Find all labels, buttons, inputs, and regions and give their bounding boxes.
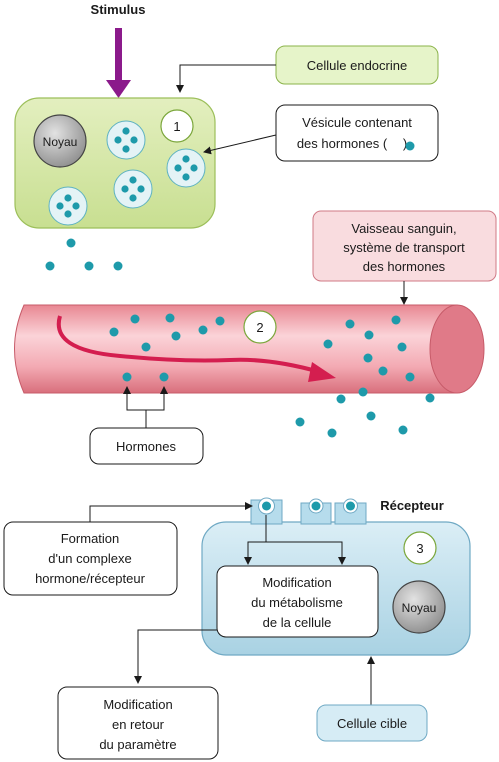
metabolism-label-line3: de la cellule [263, 615, 332, 630]
hormones-pointer-left [123, 386, 147, 428]
nucleus-bottom: Noyau [392, 580, 446, 634]
hormone-legend-dot [405, 141, 415, 151]
circulating-hormones [109, 313, 435, 438]
nucleus-top-label: Noyau [43, 135, 78, 149]
nucleus-top: Noyau [33, 114, 87, 168]
step3-number: 3 [416, 541, 423, 556]
target-cell-label: Cellule cible [337, 716, 407, 731]
step1-badge: 1 [160, 109, 194, 143]
vesicle-label-line2: des hormones ( [297, 136, 388, 151]
blood-vessel: 2 [14, 304, 485, 394]
nucleus-bottom-label: Noyau [402, 601, 437, 615]
feedback-pointer [134, 629, 217, 684]
vessel-label-line2: système de transport [343, 240, 465, 255]
vessel-label-line1: Vaisseau sanguin, [351, 221, 456, 236]
complex-label-line3: hormone/récepteur [35, 571, 146, 586]
metabolism-label-line2: du métabolisme [251, 595, 343, 610]
endocrine-cell-label: Cellule endocrine [307, 58, 407, 73]
vesicle-pointer [203, 134, 277, 155]
blood-flow-arrow [56, 315, 321, 374]
receptor-to-metabolism-left [244, 515, 267, 565]
hormones-label: Hormones [116, 439, 176, 454]
step2-number: 2 [256, 320, 263, 335]
vesicle [106, 120, 146, 160]
complex-label-line1: Formation [61, 531, 120, 546]
step1-number: 1 [173, 119, 180, 134]
receptor-label: Récepteur [380, 498, 444, 513]
target-cell-label-box: Cellule cible [316, 704, 428, 742]
step2-badge: 2 [243, 310, 277, 344]
vesicle [48, 186, 88, 226]
vesicle-label-line1: Vésicule contenant [302, 115, 412, 130]
hormones-pointer-right [146, 386, 168, 411]
receptor-to-metabolism-right [266, 541, 346, 565]
vesicle [166, 148, 206, 188]
released-hormones [45, 238, 123, 271]
feedback-label-box: Modification en retour du paramètre [57, 686, 219, 760]
metabolism-label-line1: Modification [262, 575, 331, 590]
complex-label-line2: d'un complexe [48, 551, 131, 566]
endocrine-cell-label-box: Cellule endocrine [275, 45, 439, 85]
vessel-label-line3: des hormones [363, 259, 446, 274]
feedback-label-line3: du paramètre [99, 737, 176, 752]
complex-pointer [89, 502, 253, 522]
vessel-label-box: Vaisseau sanguin, système de transport d… [312, 210, 497, 282]
endocrine-cell: Noyau 1 [14, 97, 216, 229]
stimulus-arrow [106, 28, 131, 98]
vesicle-label-box: Vésicule contenant des hormones ( ) [275, 104, 439, 162]
receptor [300, 498, 332, 525]
feedback-label-line1: Modification [103, 697, 172, 712]
endocrine-cell-pointer [176, 64, 276, 93]
receptor [334, 498, 367, 525]
complex-label-box: Formation d'un complexe hormone/récepteu… [3, 521, 178, 596]
hormones-label-box: Hormones [89, 427, 204, 465]
feedback-label-line2: en retour [112, 717, 165, 732]
vesicle [113, 169, 153, 209]
vesicle-label-line2-end: ) [403, 136, 407, 151]
metabolism-box: Modification du métabolisme de la cellul… [216, 565, 379, 638]
step3-badge: 3 [403, 531, 437, 565]
target-cell: 3 Noyau Modification du métabolisme de l… [201, 497, 471, 656]
stimulus-label: Stimulus [91, 2, 146, 17]
